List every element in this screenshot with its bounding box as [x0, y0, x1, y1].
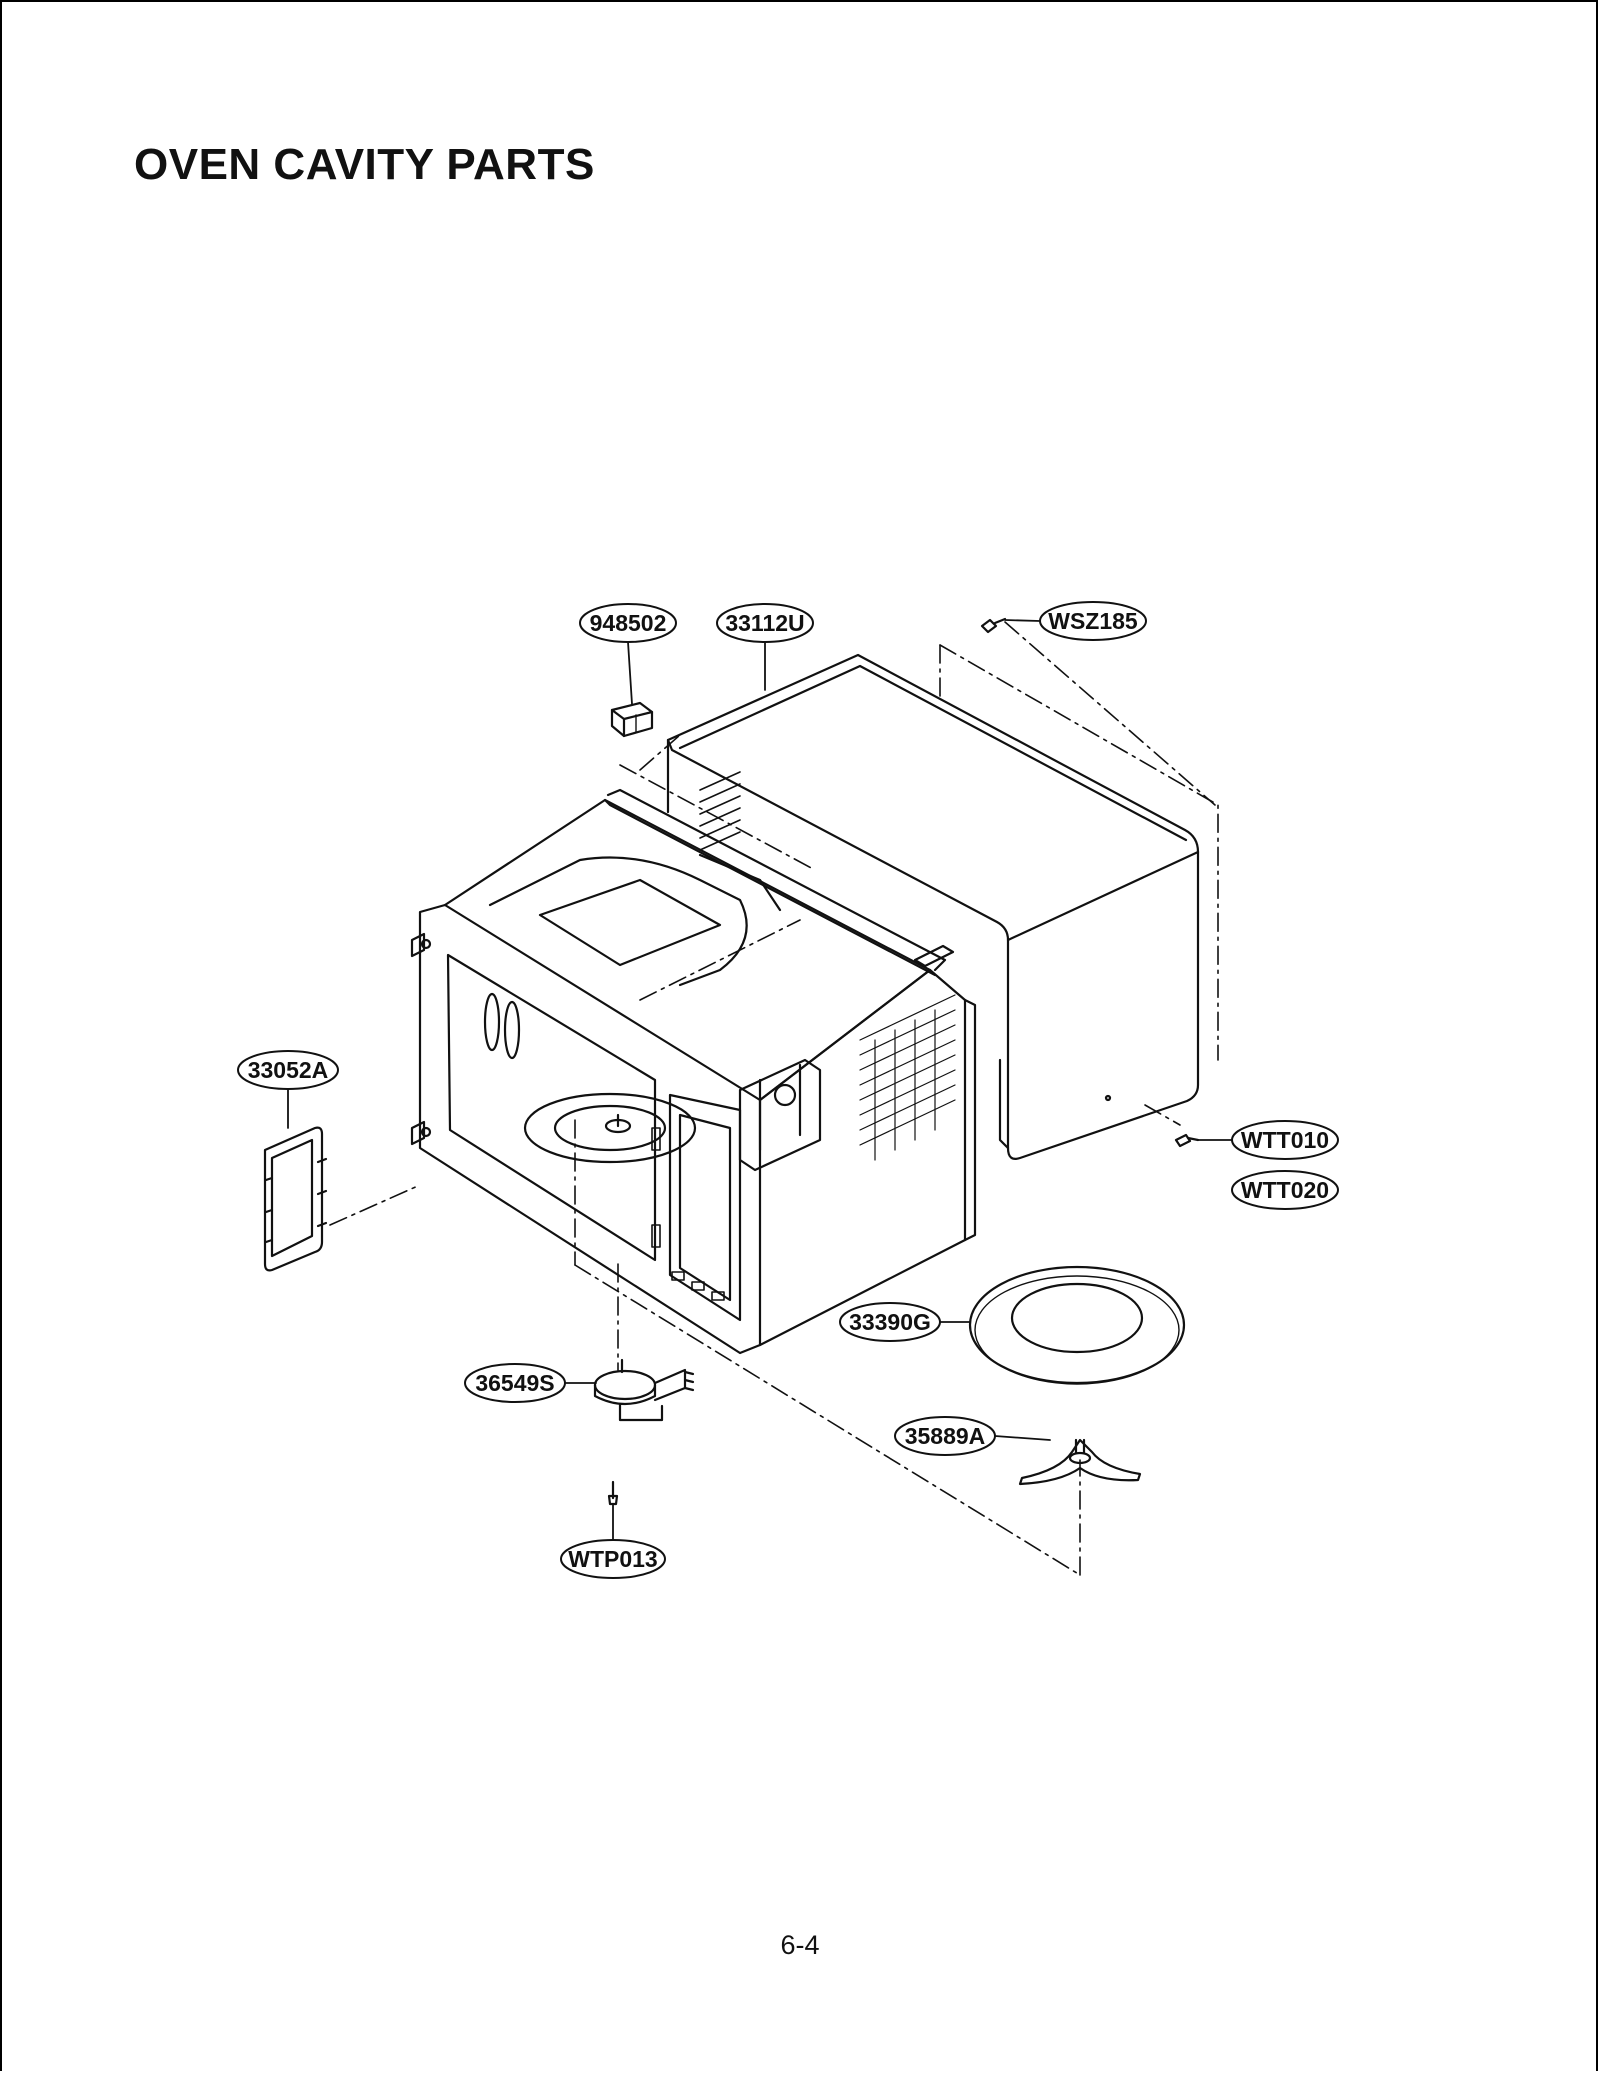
callout-label-33112U: 33112U [725, 610, 804, 636]
callout-label-WTT010: WTT010 [1241, 1127, 1329, 1153]
callout-label-WTP013: WTP013 [568, 1546, 657, 1572]
callout-948502: 948502 [579, 603, 677, 643]
part-35889A-roller [1018, 1438, 1142, 1486]
cavity-guide-lines [329, 734, 1181, 1576]
callout-WTT020: WTT020 [1231, 1170, 1339, 1210]
callout-label-35889A: 35889A [905, 1423, 986, 1449]
outer-case [666, 653, 1200, 1160]
callout-33112U: 33112U [716, 603, 814, 643]
callouts: 948502 33112U WSZ185 33052A WTT010 WTT02… [237, 601, 1339, 1579]
callout-label-33390G: 33390G [849, 1309, 931, 1335]
part-WTP013-screw [607, 1480, 619, 1506]
callout-label-WTT020: WTT020 [1241, 1177, 1329, 1203]
case-guide-lines [939, 621, 1219, 1061]
part-33052A-frame [263, 1126, 328, 1272]
callout-label-WSZ185: WSZ185 [1048, 608, 1138, 634]
part-WSZ185-screw [980, 617, 1007, 634]
part-WTT010-screw [1174, 1133, 1200, 1148]
page-number: 6-4 [780, 1930, 820, 1960]
callout-35889A: 35889A [894, 1416, 996, 1456]
page-title: OVEN CAVITY PARTS [134, 140, 595, 189]
leader-lines [287, 619, 1233, 1541]
oven-cavity [410, 788, 977, 1355]
callout-WTT010: WTT010 [1231, 1120, 1339, 1160]
callout-label-36549S: 36549S [475, 1370, 554, 1396]
callout-36549S: 36549S [464, 1363, 566, 1403]
callout-33390G: 33390G [839, 1302, 941, 1342]
part-948502-block [610, 701, 654, 738]
callout-WTP013: WTP013 [560, 1539, 666, 1579]
part-33390G-tray [968, 1265, 1186, 1385]
callout-label-948502: 948502 [590, 610, 667, 636]
callout-WSZ185: WSZ185 [1039, 601, 1147, 641]
callout-33052A: 33052A [237, 1050, 339, 1090]
part-36549S-motor [593, 1358, 695, 1422]
callout-label-33052A: 33052A [248, 1057, 329, 1083]
